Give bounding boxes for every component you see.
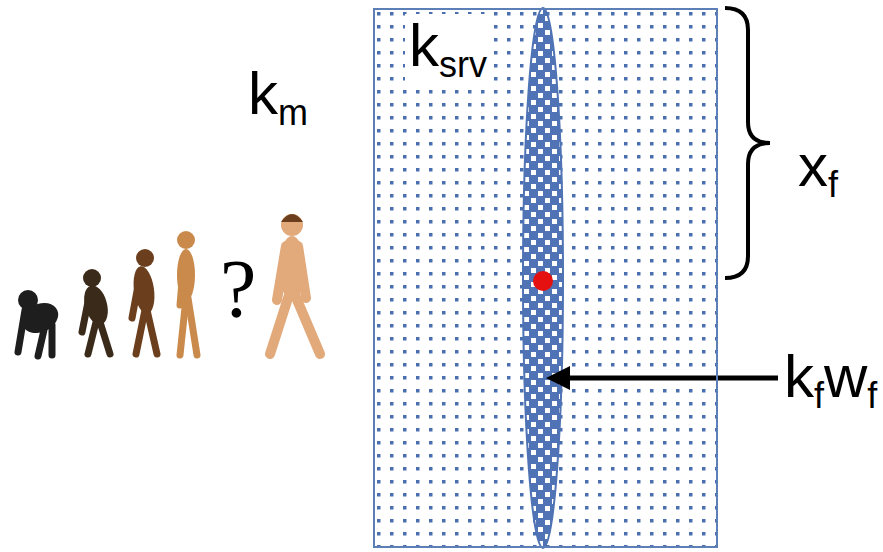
fracture [523,8,563,548]
srv-region [373,8,718,548]
evolution-illustration [17,214,320,356]
symbol: x [798,132,828,199]
symbol: k [784,343,814,410]
arrowhead [546,366,570,390]
symbol: k [248,60,278,127]
matrix-perm-label: km [248,64,308,131]
subscript: f [814,375,824,416]
symbol: k [409,12,439,79]
subscript: m [278,92,308,133]
question-mark: ? [220,248,256,330]
symbol: w [824,343,867,410]
half-length-label: xf [798,136,838,203]
subscript: srv [439,44,487,85]
fracture-cond-label: kfwf [784,347,877,414]
well-dot [533,271,553,291]
region-label: ksrv [405,14,491,89]
srv-box: ksrv [373,8,718,548]
subscript: f [828,164,838,205]
symbol: ? [220,243,256,334]
subscript: f [867,375,877,416]
bracket [725,8,770,278]
leader-arrow [566,376,778,381]
